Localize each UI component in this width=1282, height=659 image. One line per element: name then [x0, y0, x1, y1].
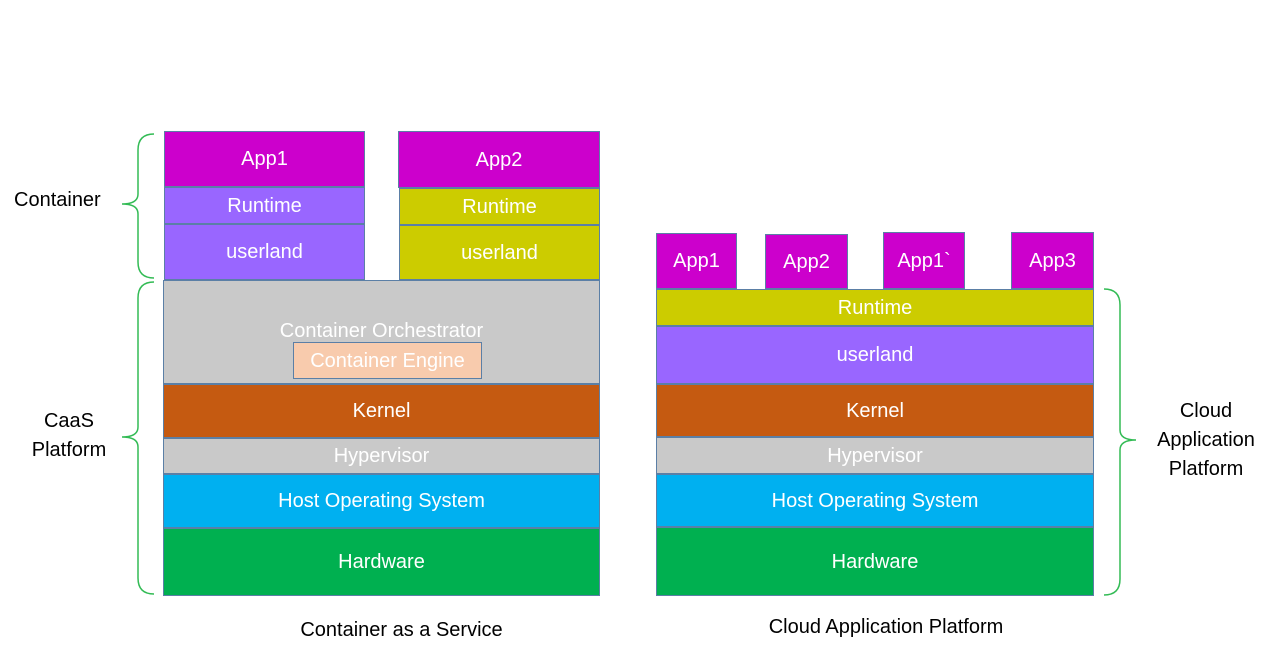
caas-runtime1-block: Runtime	[164, 187, 365, 224]
cap-hardware-block: Hardware	[656, 527, 1094, 596]
caas-app2-block: App2	[398, 131, 600, 188]
caas-hardware-block: Hardware	[163, 528, 600, 596]
cloud-label-line3: Platform	[1168, 458, 1244, 480]
cloud-label-line1: Cloud	[1179, 400, 1233, 422]
cap-runtime-block: Runtime	[656, 289, 1094, 326]
cap-hypervisor-block: Hypervisor	[656, 437, 1094, 474]
orchestrator-label: Container Orchestrator	[279, 320, 484, 342]
cloud-platform-brace	[1103, 288, 1137, 596]
cap-caption: Cloud Application Platform	[768, 616, 1004, 638]
cap-host-os-block: Host Operating System	[656, 474, 1094, 527]
caas-runtime2-block: Runtime	[399, 188, 600, 225]
container-label: Container	[14, 189, 101, 211]
caas-label-line2: Platform	[31, 439, 107, 461]
caas-kernel-block: Kernel	[163, 384, 600, 438]
cap-app2-block: App2	[765, 234, 848, 289]
caas-userland2-block: userland	[399, 225, 600, 280]
cloud-label-line2: Application	[1157, 429, 1255, 451]
caas-platform-label: CaaS Platform	[24, 407, 114, 465]
cap-app1-block: App1	[656, 233, 737, 289]
cap-app3-block: App3	[1011, 232, 1094, 289]
cloud-platform-label: Cloud Application Platform	[1140, 397, 1272, 484]
container-brace	[121, 133, 155, 279]
caas-platform-brace	[121, 281, 155, 595]
cap-app1-prime-block: App1`	[883, 232, 965, 289]
caas-caption: Container as a Service	[300, 619, 503, 641]
caas-host-os-block: Host Operating System	[163, 474, 600, 528]
cap-userland-block: userland	[656, 326, 1094, 384]
caas-userland1-block: userland	[164, 224, 365, 280]
caas-app1-block: App1	[164, 131, 365, 187]
caas-engine-block: Container Engine	[293, 342, 482, 379]
caas-hypervisor-block: Hypervisor	[163, 438, 600, 474]
caas-label-line1: CaaS	[43, 410, 95, 432]
cap-kernel-block: Kernel	[656, 384, 1094, 437]
